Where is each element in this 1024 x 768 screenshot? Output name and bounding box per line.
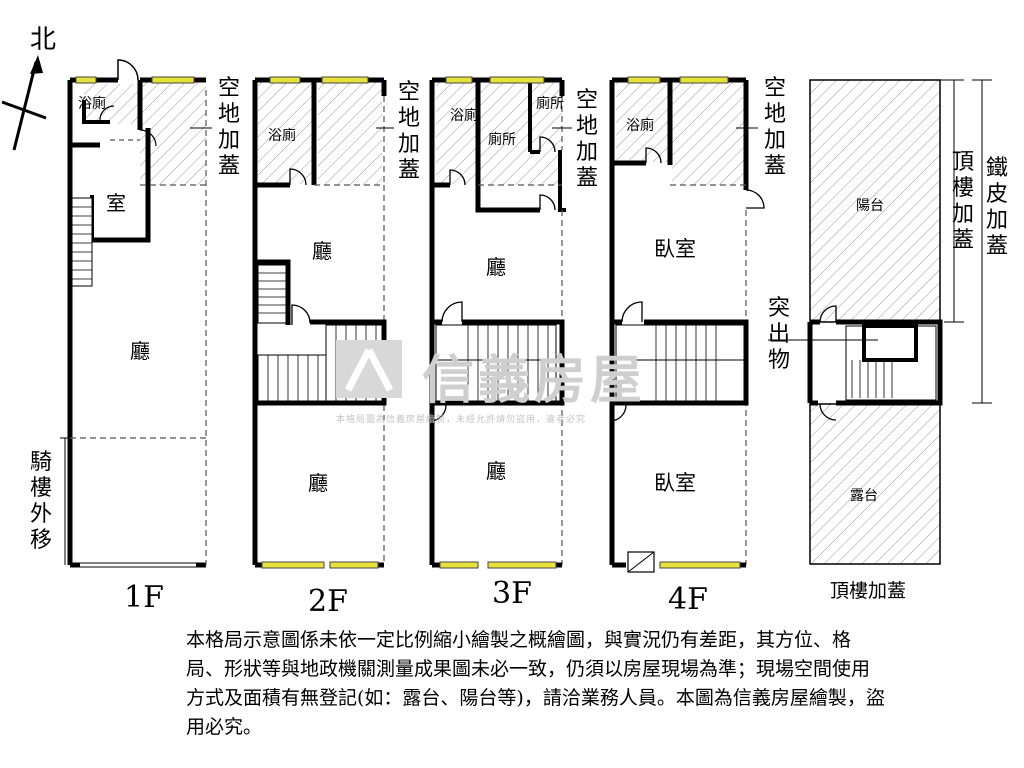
annotation-iron-sheet-addition: 鐵皮加蓋 (985, 156, 1008, 259)
annotation-vacant-addition-1f: 空地加蓋 (217, 76, 240, 179)
north-arrow-icon (1, 55, 47, 151)
annotation-protrusion: 突出物 (767, 296, 790, 373)
room-label: 廁所 (488, 131, 516, 148)
floor-rooftop-plan (768, 79, 992, 565)
room-label: 廳 (312, 239, 332, 263)
room-label: 陽台 (856, 198, 884, 214)
room-label: 廳 (486, 255, 506, 279)
room-label: 廳 (486, 459, 506, 483)
room-label: 浴廁 (78, 95, 106, 112)
floor-label-2f: 2F (308, 584, 348, 619)
floor-3f-plan (429, 76, 566, 569)
room-label: 臥室 (654, 237, 696, 261)
bath-area-1f (84, 84, 138, 124)
floor-label-rooftop: 頂樓加蓋 (830, 580, 907, 602)
addition-area-3f (480, 82, 562, 185)
addition-area-4f (672, 82, 744, 185)
floor-label-3f: 3F (492, 576, 532, 611)
terrace-area (809, 403, 941, 565)
annotation-vacant-addition-4f: 空地加蓋 (763, 76, 786, 179)
room-label: 廳 (130, 339, 150, 363)
disclaimer-text: 本格局示意圖係未依一定比例縮小繪製之概繪圖，與實況仍有差距，其方位、格局、形狀等… (186, 629, 885, 738)
floor-label-4f: 4F (668, 582, 708, 617)
room-label: 浴廁 (626, 117, 654, 134)
bath-area-4f (616, 82, 668, 162)
room-label: 臥室 (654, 471, 696, 495)
room-label: 露台 (850, 488, 878, 504)
north-label: 北 (30, 25, 56, 55)
annotation-vacant-addition-3f: 空地加蓋 (575, 88, 598, 191)
protrusion-box (862, 324, 918, 362)
balcony-area (809, 79, 941, 323)
addition-area-2f (318, 82, 382, 185)
room-label: 浴廁 (450, 107, 478, 124)
annotation-vacant-addition-2f: 空地加蓋 (397, 80, 420, 183)
floor-2f-plan (252, 76, 387, 569)
floor-4f-plan (609, 76, 765, 573)
bath-area-3f (436, 82, 476, 184)
bath-area-2f (258, 82, 313, 184)
floor-1f-plan (60, 59, 207, 568)
room-label: 廳 (308, 471, 328, 495)
annotation-arcade-shift: 騎樓外移 (29, 450, 52, 553)
room-label: 室 (106, 191, 126, 215)
addition-area-1f (140, 82, 206, 185)
floor-label-1f: 1F (124, 580, 164, 615)
room-label: 廁所 (536, 95, 564, 112)
annotation-rooftop-addition: 頂樓加蓋 (951, 150, 974, 253)
room-label: 浴廁 (268, 127, 296, 144)
